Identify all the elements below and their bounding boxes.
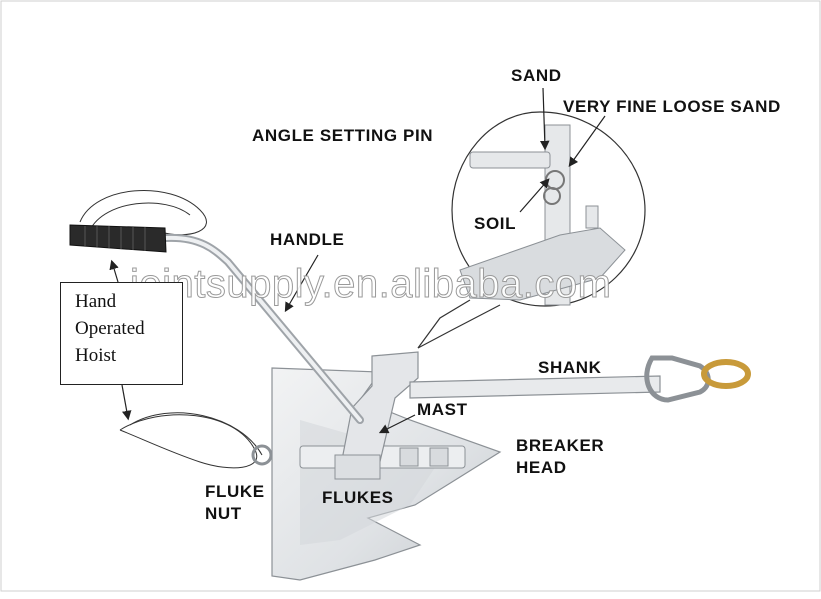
zoom-pointer-a	[417, 299, 471, 349]
hinge-knuckle-2	[429, 447, 449, 467]
grip-ridges	[84, 226, 146, 251]
rope-lower-inner	[129, 412, 263, 456]
arrow-very-fine-sand	[568, 115, 606, 167]
detail-fluke	[459, 227, 626, 301]
arrow-sand	[539, 87, 550, 151]
watermark-text: jointsupply.en.alibaba.com	[129, 262, 612, 307]
label-shank: SHANK	[538, 358, 602, 377]
label-angle-setting-pin: ANGLE SETTING PIN	[252, 126, 434, 145]
shackle-ring	[701, 359, 751, 389]
arrow-handle	[284, 254, 319, 313]
label-handle: HANDLE	[270, 230, 345, 249]
hoist-line-3: Hoist	[75, 345, 117, 366]
fluke-nut-eye	[251, 444, 273, 466]
label-breaker: BREAKER	[516, 436, 605, 455]
arrow-mast	[378, 414, 416, 434]
hoist-line-2: Operated	[75, 318, 145, 339]
detail-stub	[585, 205, 599, 229]
hoist-line-1: Hand	[75, 291, 117, 312]
detail-pin-ring-2	[543, 187, 561, 205]
hand-operated-hoist-box: Hand Operated Hoist	[60, 282, 183, 385]
arrow-hoist-up	[109, 259, 119, 283]
handle-grip	[69, 224, 167, 253]
label-head: HEAD	[516, 458, 567, 477]
detail-pin-bar	[469, 151, 551, 169]
label-nut: NUT	[205, 504, 242, 523]
shank-bar	[409, 375, 661, 399]
rope-upper	[79, 190, 207, 236]
label-fluke: FLUKE	[205, 482, 265, 501]
label-flukes: FLUKES	[322, 488, 394, 507]
label-soil: SOIL	[474, 214, 517, 233]
arrow-hoist-down	[121, 384, 132, 421]
label-mast: MAST	[417, 400, 468, 419]
rope-lower	[119, 414, 258, 469]
label-very-fine-loose-sand: VERY FINE LOOSE SAND	[563, 97, 781, 116]
rope-upper-inner	[89, 202, 191, 231]
mast-base	[334, 454, 381, 480]
arrow-soil	[519, 178, 550, 213]
handle-bar-hi	[163, 235, 362, 422]
label-sand: SAND	[511, 66, 562, 85]
zoom-pointer-b	[417, 304, 501, 349]
hinge-knuckle-1	[399, 447, 419, 467]
